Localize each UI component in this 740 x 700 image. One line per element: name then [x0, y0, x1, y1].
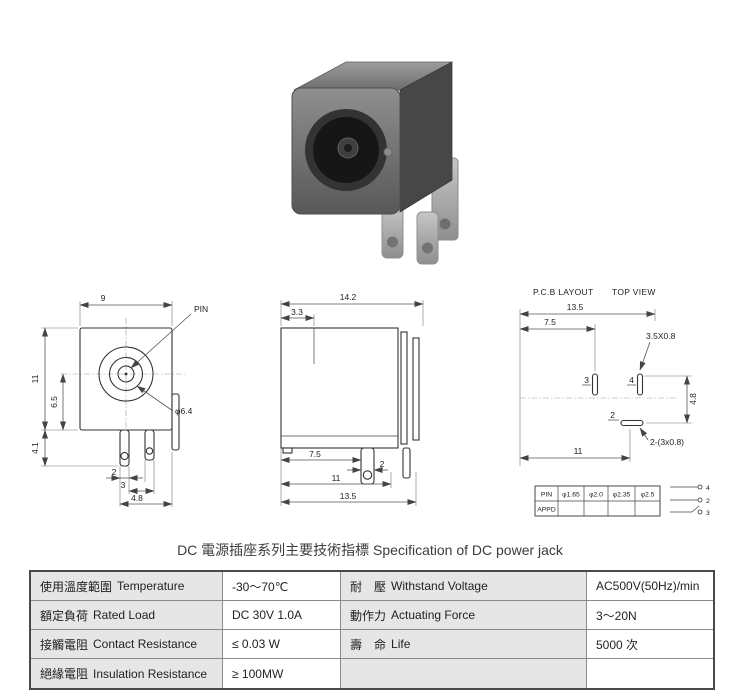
spec-label-cell: 動作力 Actuating Force [341, 601, 587, 630]
spec-label-en: Temperature [117, 579, 185, 593]
page-title: DC 電源插座系列主要技術指標 Specification of DC powe… [177, 542, 563, 558]
spec-row-contact-resistance: 接觸電阻 Contact Resistance ≤ 0.03 W 壽 命 Lif… [31, 630, 713, 659]
spec-row-rated-load: 額定負荷 Rated Load DC 30V 1.0A 動作力 Actuatin… [31, 601, 713, 630]
pcb-layout-drawing: P.C.B LAYOUT TOP VIEW 13.5 7.5 3.5X0.8 3… [519, 287, 710, 517]
pcb-pads: 3 4 2 [520, 373, 678, 427]
dim-lip-label: 3.3 [291, 307, 303, 317]
spec-label-cell: 壽 命 Life [341, 630, 587, 659]
front-view-drawing: 9 PIN 11 6.5 4.1 φ6.4 2 3 4.8 [30, 293, 208, 507]
spec-value-cell: DC 30V 1.0A [223, 601, 341, 630]
dim-total-label: 13.5 [340, 491, 357, 501]
pcb-pad2-label: 2 [610, 410, 615, 420]
spec-value-cell: 3～20N [587, 601, 713, 630]
pin-table-header-d165: φ1.65 [562, 492, 580, 499]
side-view-body [280, 327, 420, 485]
spec-table: 使用溫度範圍 Temperature -30～70℃ 耐 壓 Withstand… [29, 570, 715, 690]
dim-depth-label: 14.2 [340, 292, 357, 302]
spec-row-insulation-resistance: 絕緣電阻 Insulation Resistance ≥ 100MW [31, 659, 713, 688]
spec-label-zh: 使用溫度範圍 [40, 579, 113, 594]
pcb-slot-note2-label: 2-(3x0.8) [650, 437, 684, 447]
pcb-slot-note-label: 3.5X0.8 [646, 331, 676, 341]
dim-front-label: 7.5 [309, 449, 321, 459]
dim-center-label: 6.5 [49, 396, 59, 408]
pcb-pad4-label: 4 [629, 375, 634, 385]
dim-pin-span-label: 4.8 [131, 493, 143, 503]
dim-pin-gap-label: 3 [121, 480, 126, 490]
pcb-pad3-label: 3 [584, 375, 589, 385]
pcb-dim-pitch-label: 11 [574, 446, 583, 456]
spec-label-cell: 接觸電阻 Contact Resistance [31, 630, 223, 659]
pcb-dimensions-2: 4.8 2-(3x0.8) 11 [519, 375, 698, 462]
schematic-pin-2: 2 [706, 498, 710, 505]
spec-value-cell: ≥ 100MW [223, 659, 341, 688]
pcb-title-right: TOP VIEW [612, 287, 656, 297]
front-view-body [61, 318, 185, 467]
spec-row-temperature: 使用溫度範圍 Temperature -30～70℃ 耐 壓 Withstand… [31, 572, 713, 601]
spec-value-cell: 5000 次 [587, 630, 713, 659]
dim-pin-width-label: 2 [112, 467, 117, 477]
dim-height-label: 11 [30, 374, 40, 383]
pcb-title-left: P.C.B LAYOUT [533, 287, 593, 297]
spec-label-cell: 使用溫度範圍 Temperature [31, 572, 223, 601]
spec-value-cell [587, 659, 713, 688]
spec-label-zh: 動作力 [350, 608, 387, 623]
pcb-dimensions: 13.5 7.5 3.5X0.8 [519, 302, 676, 466]
pin-table-appd: APPD [537, 507, 556, 514]
pcb-dim-width-label: 13.5 [567, 302, 584, 312]
pcb-dim-vertical-label: 4.8 [688, 393, 698, 405]
pcb-pin-schematic: 4 2 3 [670, 484, 710, 517]
spec-label-en: Insulation Resistance [93, 666, 208, 681]
spec-label-cell: 絕緣電阻 Insulation Resistance [31, 659, 223, 688]
spec-label-zh: 絕緣電阻 [40, 667, 89, 681]
pin-table-header-d20: φ2.0 [589, 492, 603, 499]
spec-label-cell: 額定負荷 Rated Load [31, 601, 223, 630]
spec-value-cell: ≤ 0.03 W [223, 630, 341, 659]
spec-label-en: Life [391, 637, 411, 651]
spec-label-zh: 耐 壓 [350, 579, 387, 594]
pcb-dim-partial-label: 7.5 [544, 317, 556, 327]
jack-barrel-hole [305, 109, 393, 191]
dim-width-label: 9 [101, 293, 106, 303]
schematic-pin-3: 3 [706, 510, 710, 517]
pin-table-header-d235: φ2.35 [613, 492, 631, 499]
product-photo-dc-jack [291, 61, 459, 265]
dim-pin-label: 2 [380, 459, 385, 469]
spec-label-zh: 壽 命 [350, 637, 387, 652]
spec-label-en: Rated Load [93, 608, 156, 622]
spec-label-zh: 接觸電阻 [40, 637, 89, 652]
schematic-pin-4: 4 [706, 485, 710, 492]
pcb-pin-table: PIN φ1.65 φ2.0 φ2.35 φ2.5 APPD [534, 485, 661, 517]
spec-value-cell: -30～70℃ [223, 572, 341, 601]
front-view-dimensions: 9 PIN 11 6.5 4.1 φ6.4 2 3 4.8 [30, 293, 208, 507]
dim-pin-length-label: 4.1 [30, 442, 40, 454]
spec-label-zh: 額定負荷 [40, 608, 89, 623]
spec-value-cell: AC500V(50Hz)/min [587, 572, 713, 601]
pin-table-header-pin: PIN [541, 492, 552, 499]
spec-label-cell: 耐 壓 Withstand Voltage [341, 572, 587, 601]
spec-label-cell [341, 659, 587, 688]
diameter-callout-label: φ6.4 [175, 406, 193, 416]
pin-table-header-d25: φ2.5 [641, 492, 655, 499]
side-view-drawing: 14.2 3.3 7.5 2 11 13.5 [280, 292, 424, 506]
side-view-dimensions: 14.2 3.3 7.5 2 11 13.5 [280, 292, 424, 506]
dim-body-label: 11 [332, 473, 341, 483]
spec-label-en: Contact Resistance [93, 637, 198, 651]
spec-label-en: Withstand Voltage [391, 579, 488, 593]
spec-label-en: Actuating Force [391, 608, 476, 622]
pin-callout-label: PIN [194, 304, 208, 314]
